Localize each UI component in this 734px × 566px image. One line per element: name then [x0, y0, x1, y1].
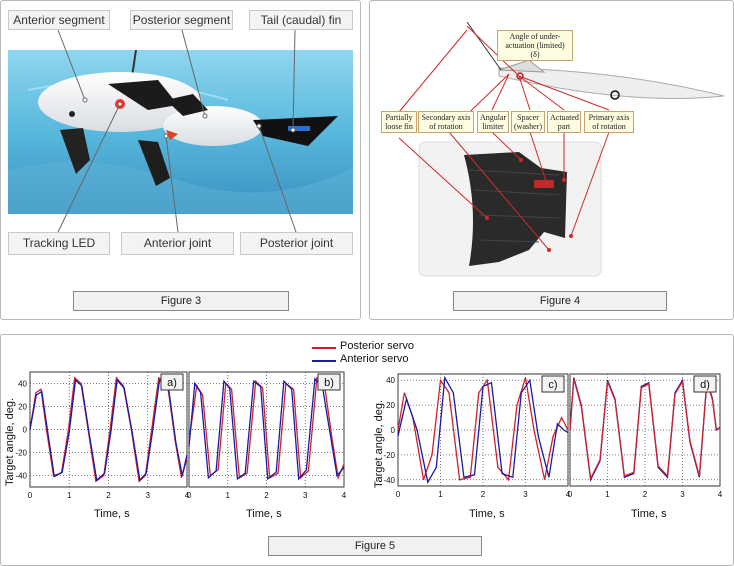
x-tick-label: 0 [187, 491, 192, 500]
label-tail-fin: Tail (caudal) fin [249, 10, 353, 30]
figure5-caption: Figure 5 [268, 536, 482, 556]
figure3-caption: Figure 3 [73, 291, 289, 311]
label-partially-loose-fin: Partially loose fin [381, 111, 417, 133]
panel-label: a) [167, 377, 177, 389]
x-tick-label: 0 [396, 490, 401, 499]
y-tick-label: 40 [386, 376, 395, 385]
panel-label-box [317, 373, 341, 391]
x-tick-label: 3 [523, 490, 528, 499]
x-tick-label: 2 [264, 491, 269, 500]
label-spacer: Spacer (washer) [511, 111, 545, 133]
fin-diagram [398, 21, 725, 277]
x-tick-label: 2 [643, 490, 648, 499]
y-tick-label: 40 [18, 380, 27, 389]
y-tick-label: -40 [383, 476, 395, 485]
series-line-anterior-servo [397, 375, 569, 485]
panel-label: b) [324, 377, 334, 389]
label-primary-axis: Primary axis of rotation [584, 111, 634, 133]
panel-label-box [541, 375, 565, 393]
label-posterior-segment: Posterior segment [130, 10, 233, 30]
figure4-caption: Figure 4 [453, 291, 667, 311]
x-tick-label: 1 [226, 491, 231, 500]
x-tick-label: 4 [718, 490, 723, 499]
y-tick-label: -20 [383, 451, 395, 460]
legend-swatch-posterior [312, 347, 336, 349]
robot-fish-photo [8, 50, 353, 214]
robot-fish-illustration [8, 50, 353, 214]
panel-label-box [693, 375, 717, 393]
label-anterior-joint: Anterior joint [121, 232, 234, 255]
x-tick-label: 3 [146, 491, 151, 500]
x-tick-label: 1 [438, 490, 443, 499]
x-tick-label: 2 [106, 491, 111, 500]
x-tick-label: 0 [28, 491, 33, 500]
series-line-posterior-servo [29, 376, 188, 483]
y-tick-label: 0 [23, 426, 28, 435]
fin-schematic [498, 67, 725, 99]
label-secondary-axis: Secondary axis of rotation [418, 111, 474, 133]
y-tick-label: -20 [15, 449, 27, 458]
legend-label-anterior: Anterior servo [340, 353, 409, 365]
xlabel-mid: Time, s [246, 508, 282, 520]
label-actuated-part: Actuated part [547, 111, 581, 133]
x-tick-label: 2 [481, 490, 486, 499]
x-tick-label: 1 [605, 490, 610, 499]
x-tick-label: 1 [67, 491, 72, 500]
label-angular-limiter: Angular limiter [477, 111, 509, 133]
x-tick-label: 4 [185, 491, 190, 500]
series-line-posterior-servo [569, 378, 720, 481]
xlabel-left: Time, s [94, 508, 130, 520]
y-tick-label: 20 [18, 403, 27, 412]
y-tick-label: 20 [386, 401, 395, 410]
xlabel-right2: Time, s [631, 508, 667, 520]
x-tick-label: 4 [342, 491, 347, 500]
label-posterior-joint: Posterior joint [240, 232, 353, 255]
x-tick-label: 3 [303, 491, 308, 500]
y-tick-label: 0 [391, 426, 396, 435]
xlabel-right1: Time, s [469, 508, 505, 520]
figure3-leader-lines [57, 29, 297, 233]
x-tick-label: 4 [566, 490, 571, 499]
label-under-actuation: Angle of under-actuation (limited) (δ) [497, 30, 573, 61]
y-tick-label: -40 [15, 472, 27, 481]
panel-label-box [160, 373, 184, 391]
legend-label-posterior: Posterior servo [340, 340, 414, 352]
x-tick-label: 0 [568, 490, 573, 499]
label-anterior-segment: Anterior segment [8, 10, 110, 30]
label-tracking-led: Tracking LED [8, 232, 110, 255]
panel-label: d) [700, 379, 710, 391]
panel-label: c) [548, 379, 557, 391]
legend-swatch-anterior [312, 360, 336, 362]
x-tick-label: 3 [680, 490, 685, 499]
